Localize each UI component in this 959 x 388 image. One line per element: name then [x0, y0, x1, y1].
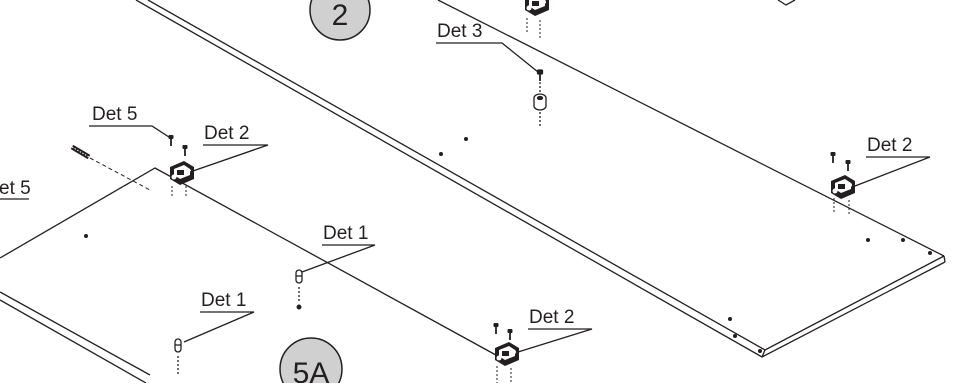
lower-panel	[0, 167, 506, 384]
lower-panel-holes	[84, 234, 88, 238]
hinge-bracket-icon	[492, 322, 519, 383]
det5-label-partial: et 5	[0, 178, 31, 199]
hinge-bracket-icon	[167, 134, 194, 198]
det5-guide-line	[89, 157, 151, 191]
step-badge-number: 5A	[293, 357, 330, 383]
det2-label: Det 2	[867, 135, 912, 156]
step-badge: 2	[309, 0, 371, 41]
cam-lock-icon	[533, 69, 547, 128]
det2-label: Det 2	[529, 307, 574, 328]
det5-label: Det 5	[92, 104, 137, 125]
det3-label: Det 3	[437, 21, 482, 42]
leader-lines	[0, 42, 931, 353]
det1-label: Det 1	[201, 290, 246, 311]
det2-label: Det 2	[204, 123, 249, 144]
connector-bolt-icon	[70, 144, 91, 160]
dowel-icon	[174, 338, 182, 374]
upper-panel-holes	[439, 137, 932, 353]
det1-label: Det 1	[323, 223, 368, 244]
hinge-bracket-icon	[829, 151, 855, 216]
dowel-icon	[295, 269, 303, 310]
hardware-piece	[777, 0, 796, 6]
upper-panel	[135, 0, 946, 358]
step-badge-number: 2	[332, 0, 349, 32]
hinge-bracket-icon	[525, 0, 549, 38]
step-badge: 5A	[279, 337, 343, 388]
